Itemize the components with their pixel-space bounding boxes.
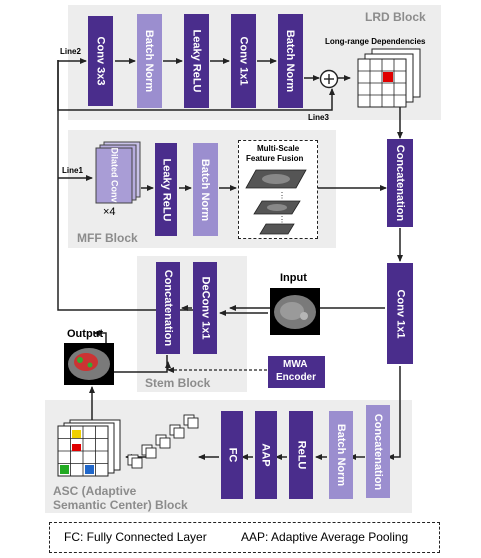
mff-batchnorm: Batch Norm: [193, 143, 218, 236]
line3-label: Line3: [308, 113, 329, 122]
lrd-batchnorm-2: Batch Norm: [278, 14, 303, 108]
lrd-block-title: LRD Block: [365, 10, 426, 24]
times-four-label: ×4: [103, 206, 116, 218]
output-title: Output: [67, 328, 104, 340]
lrd-conv1x1: Conv 1x1: [231, 14, 256, 108]
asc-fc: FC: [221, 411, 243, 499]
stem-block-panel: [137, 256, 247, 392]
stem-block-title: Stem Block: [145, 376, 211, 390]
right-conv1x1: Conv 1x1: [387, 263, 413, 364]
legend-fc: FC: Fully Connected Layer: [64, 530, 207, 544]
legend-box: [49, 522, 440, 553]
mwa-label: MWA: [283, 359, 308, 370]
long-range-label: Long-range Dependencies: [325, 37, 426, 46]
line1-label: Line1: [62, 166, 83, 175]
input-ct-image: [270, 288, 320, 335]
stem-concatenation: Concatenation: [156, 262, 180, 354]
asc-aap: AAP: [255, 411, 277, 499]
input-label: Input: [280, 272, 307, 284]
asc-title-line-1: ASC (Adaptive: [53, 484, 137, 498]
fusion-label-1: Multi-Scale: [257, 144, 300, 153]
plus-operator-icon: [319, 69, 339, 89]
mff-leaky-relu: Leaky ReLU: [155, 143, 177, 236]
output-segmentation-image: [64, 343, 114, 385]
svg-text:⋮: ⋮: [278, 215, 286, 224]
asc-title-line-2: Semantic Center) Block: [53, 498, 188, 512]
svg-text:⋮: ⋮: [278, 191, 286, 200]
fusion-label-2: Feature Fusion: [246, 154, 304, 163]
mwa-encoder-box: [268, 356, 325, 388]
attention-map-icon: [357, 48, 421, 108]
line2-label: Line2: [60, 47, 81, 56]
lrd-batchnorm-1: Batch Norm: [137, 14, 162, 108]
ct-slice-stack-icon: ⋮ ⋮: [245, 169, 307, 235]
lrd-conv3x3: Conv 3x3: [88, 16, 113, 106]
multiscale-fusion-box: [238, 140, 318, 239]
asc-relu: ReLU: [289, 411, 313, 499]
mff-block-title: MFF Block: [77, 231, 138, 245]
dilated-conv-stack-icon: [95, 141, 141, 204]
encoder-label: Encoder: [276, 372, 317, 383]
semantic-vectors-icon: [127, 414, 199, 469]
semantic-center-grid-icon: [57, 419, 121, 477]
stem-deconv: DeConv 1x1: [193, 262, 217, 354]
right-concatenation: Concatenation: [387, 139, 413, 227]
asc-batchnorm: Batch Norm: [329, 411, 353, 499]
asc-concatenation: Concatenation: [366, 405, 390, 498]
legend-aap: AAP: Adaptive Average Pooling: [241, 530, 409, 544]
lrd-leaky-relu: Leaky ReLU: [184, 14, 209, 108]
mff-dilated-conv: Dilated Conv: [109, 147, 120, 203]
